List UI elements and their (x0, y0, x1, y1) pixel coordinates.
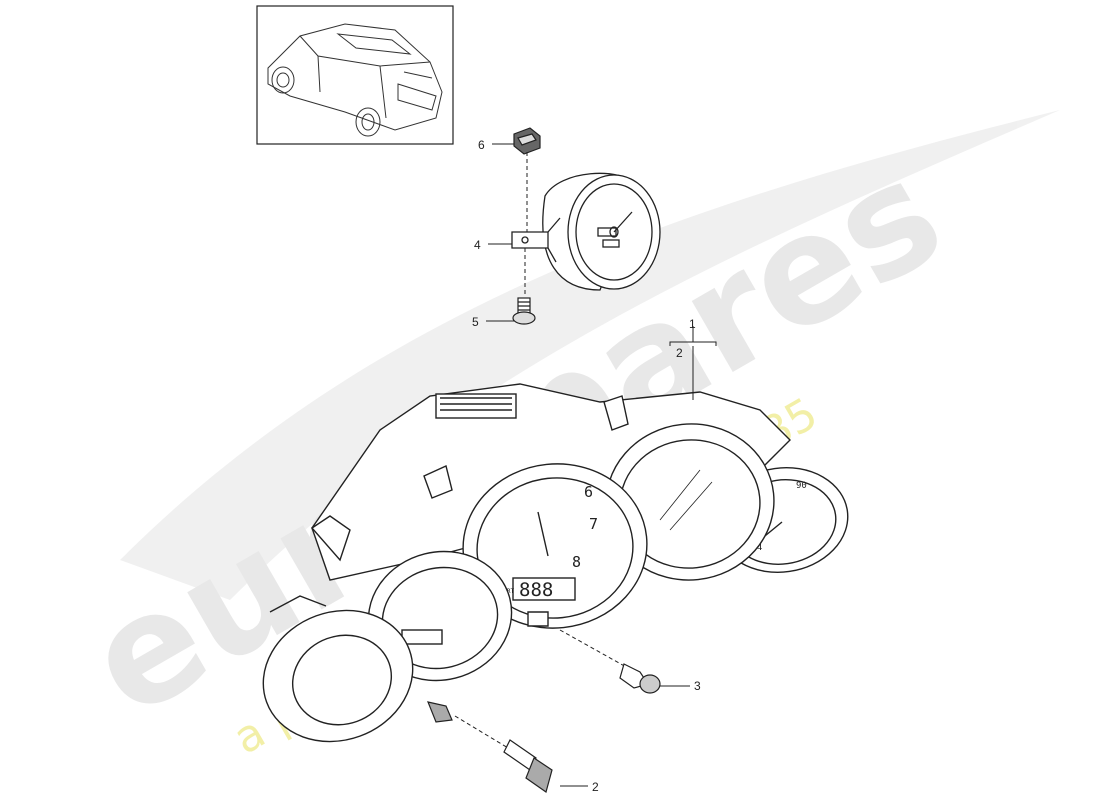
callout-6: 6 (478, 138, 485, 152)
callout-5: 5 (472, 315, 479, 329)
gauge-bracket (511, 231, 549, 249)
callout-2-lower: 2 (592, 780, 599, 794)
callout-1: 1 (689, 317, 696, 331)
callout-4: 4 (474, 238, 481, 252)
socket-lower (503, 739, 553, 793)
callout-2-upper: 2 (676, 346, 683, 360)
tick-6: 6 (584, 483, 593, 501)
callout-leaders (486, 143, 717, 787)
callout-3: 3 (694, 679, 701, 693)
center-display-frame (512, 577, 576, 601)
tick-8: 8 (572, 553, 581, 571)
car-outline-icon (267, 23, 443, 137)
callout-labels: 6 4 5 1 2 3 2 (472, 138, 701, 794)
auxiliary-gauge (511, 172, 661, 291)
right-gauge-label-top: 90 (796, 481, 807, 491)
center-display: 888 (519, 579, 553, 601)
screw-5 (512, 297, 536, 325)
tick-7: 7 (589, 515, 598, 533)
instrument-cluster: 90 2,4 888 6 7 8 SPORT (262, 383, 849, 743)
vehicle-thumbnail (256, 5, 454, 145)
socket-upper (427, 701, 453, 723)
clip-nut (513, 127, 541, 155)
screw-3 (619, 663, 661, 694)
